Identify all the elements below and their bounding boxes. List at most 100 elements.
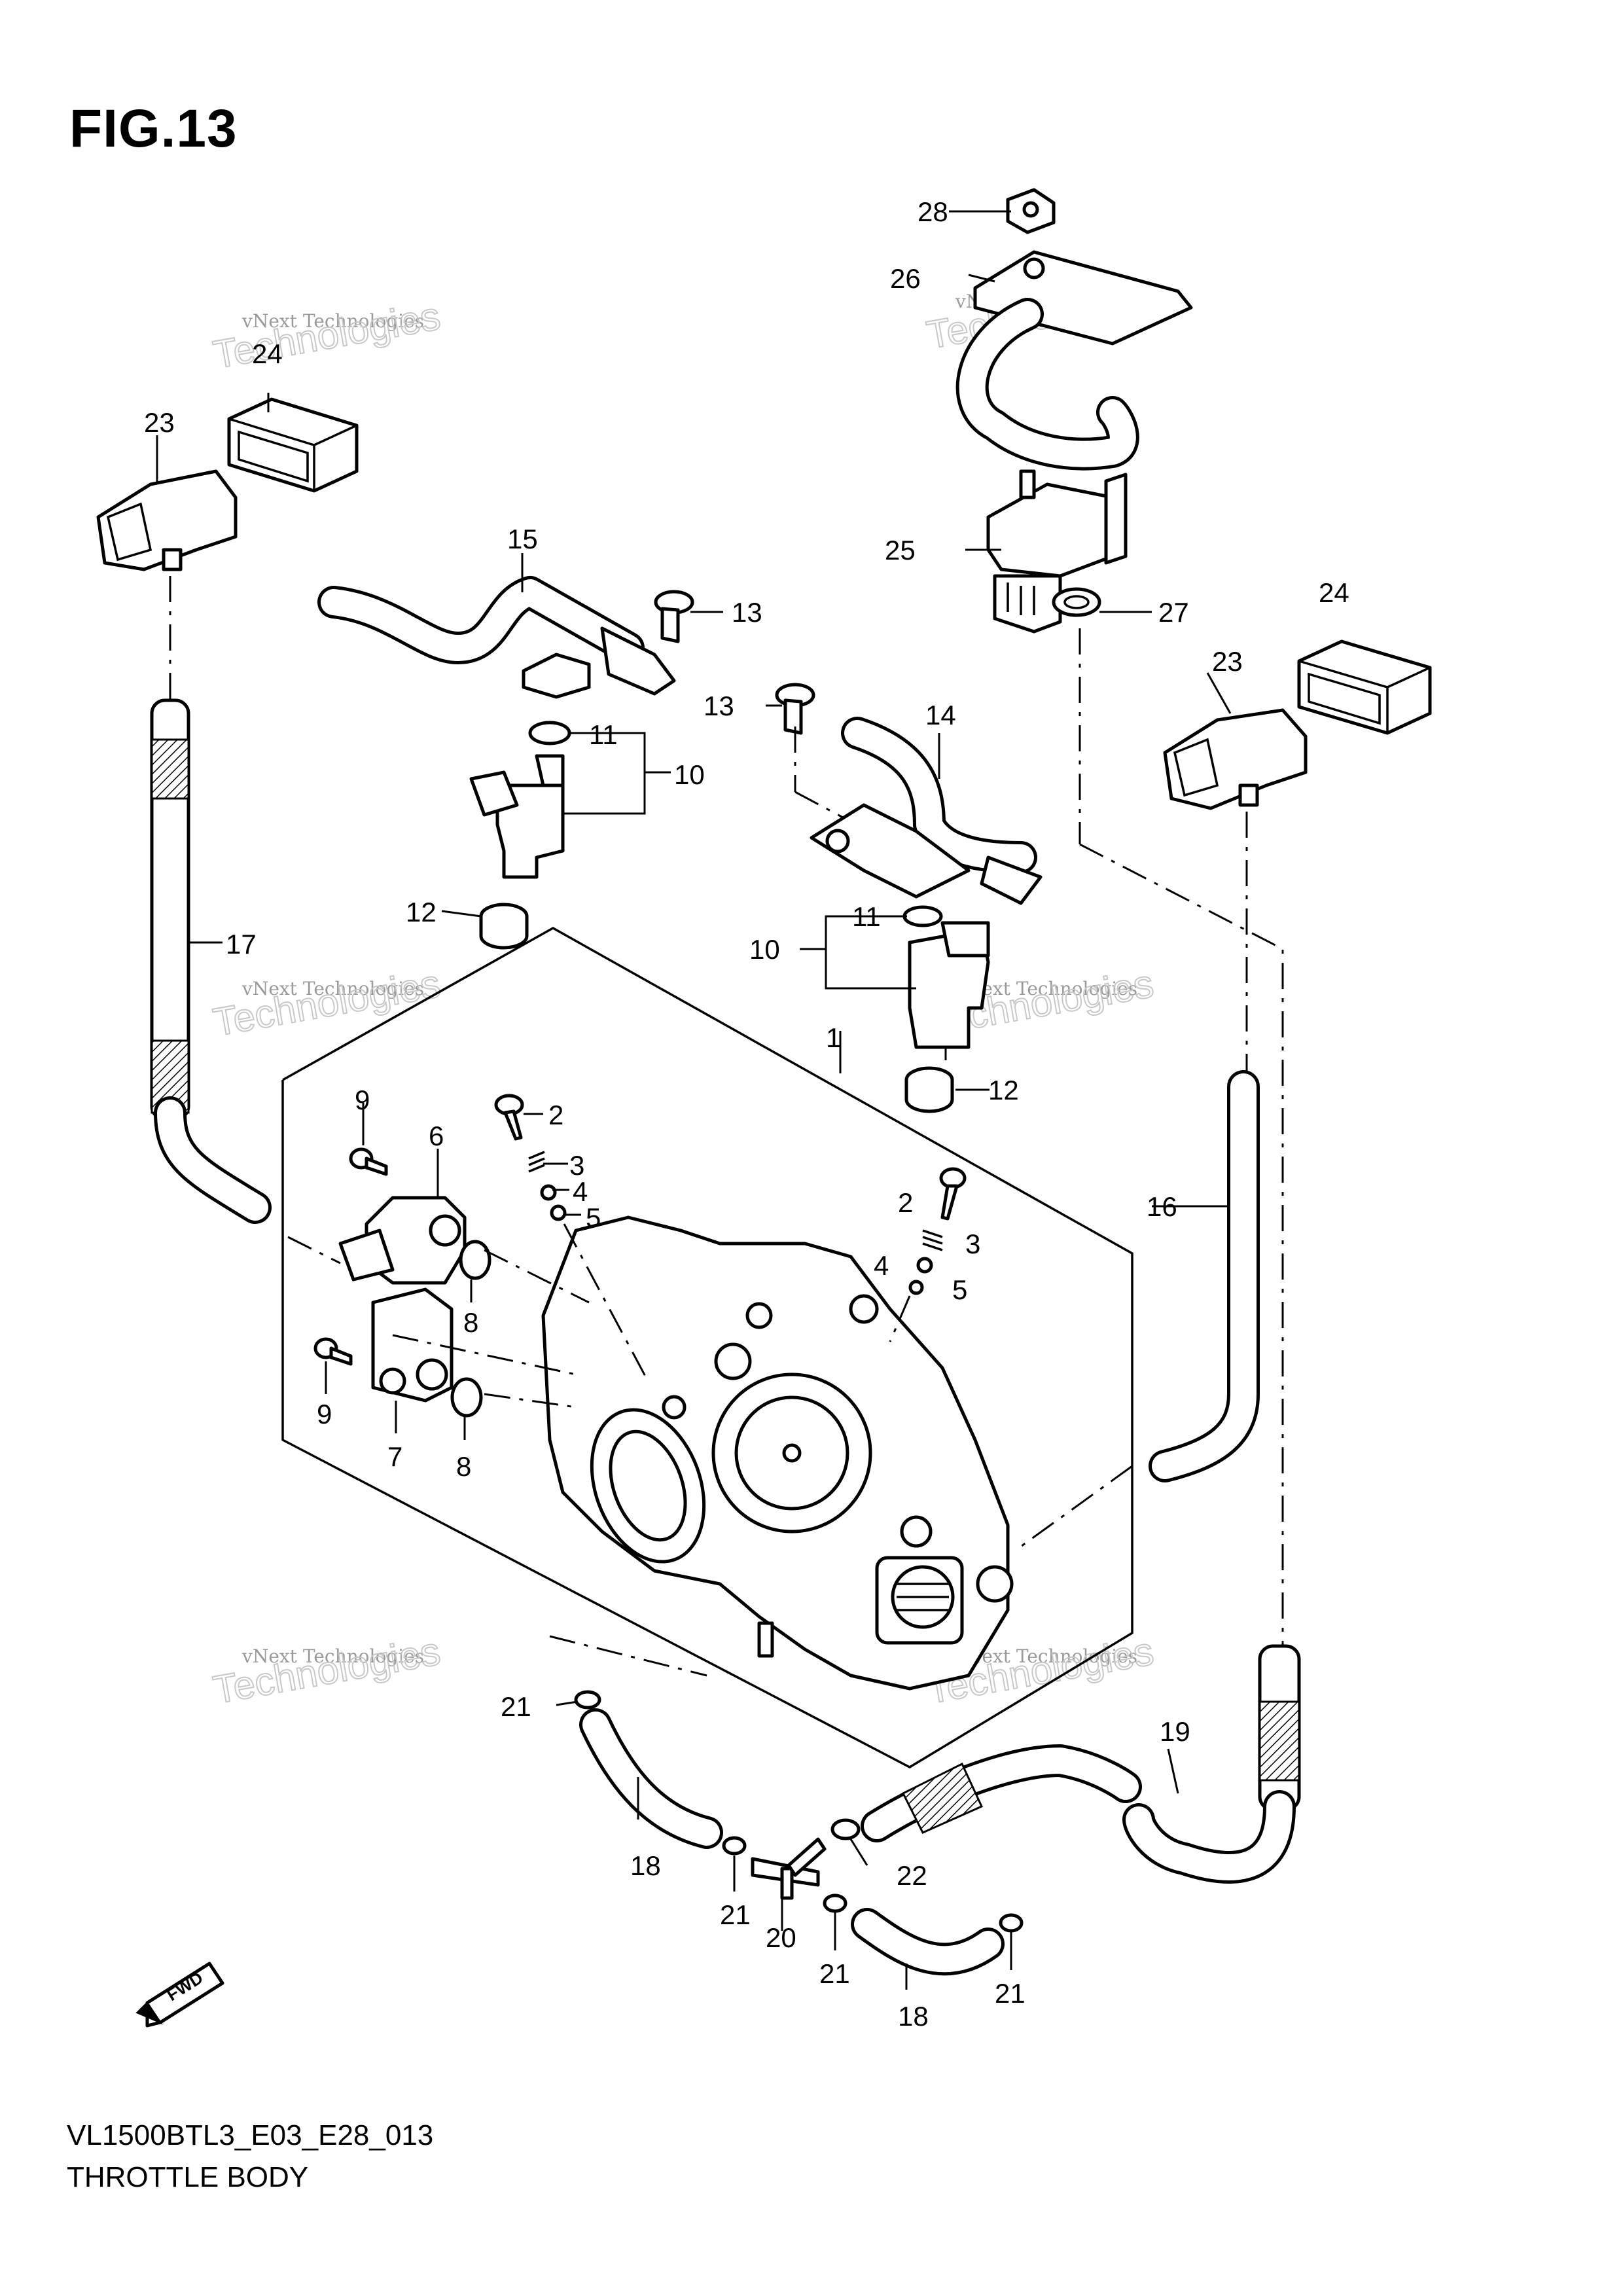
- callout-13: 13: [732, 597, 762, 628]
- callout-15: 15: [507, 524, 538, 554]
- part-23-coupler-left: [96, 469, 238, 571]
- part-20-joint: [751, 1837, 827, 1900]
- callout-21: 21: [995, 1978, 1026, 2009]
- part-25-solenoid-valve: [986, 469, 1128, 634]
- part-2-screw-left: [494, 1094, 524, 1141]
- callout-10: 10: [674, 759, 705, 790]
- watermark: vNext Technologies Technologies: [209, 293, 444, 378]
- callout-16: 16: [1147, 1191, 1177, 1222]
- part-15-fuel-pipe: [317, 576, 676, 699]
- part-16-hose: [1149, 1070, 1260, 1482]
- callout-20: 20: [766, 1922, 796, 1953]
- callout-2: 2: [548, 1100, 563, 1130]
- part-7-sensor: [371, 1287, 454, 1403]
- throttle-body: [541, 1215, 1014, 1691]
- part-21-clamp-a: [574, 1690, 601, 1710]
- callout-4: 4: [573, 1176, 588, 1207]
- callout-18: 18: [630, 1850, 661, 1881]
- part-24-cover-right: [1297, 639, 1432, 735]
- part-5-oring-left: [550, 1204, 567, 1221]
- callout-1: 1: [826, 1022, 841, 1053]
- part-4-washer-right: [916, 1257, 933, 1274]
- callout-28: 28: [918, 196, 948, 227]
- callout-12: 12: [988, 1075, 1019, 1105]
- part-9-screw-lower: [313, 1337, 353, 1366]
- part-4-washer-left: [540, 1184, 557, 1201]
- callout-14: 14: [925, 700, 956, 730]
- callout-21: 21: [720, 1899, 751, 1930]
- callout-24: 24: [1319, 577, 1349, 608]
- part-18-hose-left: [579, 1708, 723, 1849]
- part-22-clamp: [830, 1818, 861, 1840]
- callout-24: 24: [252, 338, 283, 369]
- part-18-hose-right: [851, 1908, 1005, 1976]
- figure-title: FIG.13: [69, 99, 238, 158]
- callout-21: 21: [501, 1691, 531, 1722]
- part-13-screw-upper: [654, 590, 694, 643]
- part-12-cushion-lower: [904, 1066, 954, 1113]
- part-21-clamp-b: [722, 1836, 747, 1856]
- svg-text:vNext Technologies: vNext Technologies: [241, 1645, 424, 1667]
- svg-text:vNext Technologies: vNext Technologies: [241, 310, 424, 332]
- callout-11: 11: [589, 719, 618, 750]
- svg-text:Technologies: Technologies: [210, 961, 444, 1045]
- part-10-injector-lower: [908, 921, 990, 1049]
- callout-25: 25: [885, 535, 916, 565]
- callout-21: 21: [819, 1958, 850, 1989]
- part-28-nut: [1006, 188, 1056, 234]
- callout-9: 9: [355, 1085, 370, 1115]
- part-27-clamp: [1052, 587, 1101, 617]
- callout-11: 11: [852, 901, 881, 932]
- part-19-hose: [861, 1644, 1301, 1884]
- part-14-delivery-pipe: [810, 717, 1043, 905]
- callout-17: 17: [226, 929, 257, 960]
- callout-7: 7: [387, 1441, 402, 1472]
- center-lines: [169, 576, 1284, 1677]
- watermark: vNext Technologies Technologies: [209, 961, 444, 1045]
- model-code: VL1500BTL3_E03_E28_013: [67, 2119, 434, 2151]
- part-8-oring-lower: [450, 1377, 483, 1418]
- part-2-screw-right: [939, 1167, 967, 1221]
- part-9-screw-upper: [349, 1147, 388, 1176]
- callout-18: 18: [898, 2001, 929, 2032]
- part-6-sensor: [338, 1196, 467, 1285]
- part-21-clamp-c: [823, 1893, 847, 1913]
- callout-10: 10: [749, 934, 780, 965]
- callout-22: 22: [897, 1860, 927, 1891]
- callout-3: 3: [569, 1150, 584, 1181]
- callout-5: 5: [586, 1202, 601, 1233]
- part-10-injector-upper: [469, 754, 565, 879]
- leader-lines: [156, 210, 1232, 1990]
- callout-9: 9: [317, 1399, 332, 1429]
- callout-8: 8: [456, 1451, 471, 1482]
- callout-2: 2: [898, 1187, 913, 1218]
- callout-8: 8: [463, 1307, 478, 1338]
- callout-12: 12: [406, 897, 437, 927]
- fwd-arrow-icon: FWD: [135, 1962, 224, 2028]
- callout-23: 23: [1212, 646, 1243, 677]
- figure-caption: THROTTLE BODY: [67, 2161, 309, 2193]
- watermark: vNext Technologies Technologies: [209, 1628, 444, 1713]
- svg-text:Technologies: Technologies: [210, 294, 444, 377]
- part-13-screw-lower: [775, 683, 815, 735]
- part-17-hose: [150, 698, 272, 1224]
- callouts: 1 2 2 3 3 4 4 5 5 6 7 8 8 9 9 10 10 11 1…: [144, 196, 1349, 2032]
- part-5-oring-right: [908, 1280, 924, 1295]
- part-11-oring-upper: [528, 721, 571, 745]
- callout-23: 23: [144, 407, 175, 438]
- callout-6: 6: [429, 1121, 444, 1151]
- callout-26: 26: [890, 263, 921, 294]
- callout-5: 5: [952, 1274, 967, 1305]
- throttle-body-frame: [281, 926, 1133, 1769]
- part-3-spring-right: [922, 1229, 943, 1251]
- callout-3: 3: [965, 1229, 980, 1259]
- svg-text:Technologies: Technologies: [210, 1629, 444, 1712]
- part-3-spring-left: [528, 1151, 545, 1173]
- part-23-coupler-right: [1163, 708, 1308, 810]
- callout-4: 4: [874, 1250, 889, 1281]
- part-12-cushion-upper: [479, 903, 529, 950]
- part-24-cover-left: [227, 397, 359, 493]
- callout-13: 13: [704, 691, 734, 721]
- callout-27: 27: [1158, 597, 1189, 628]
